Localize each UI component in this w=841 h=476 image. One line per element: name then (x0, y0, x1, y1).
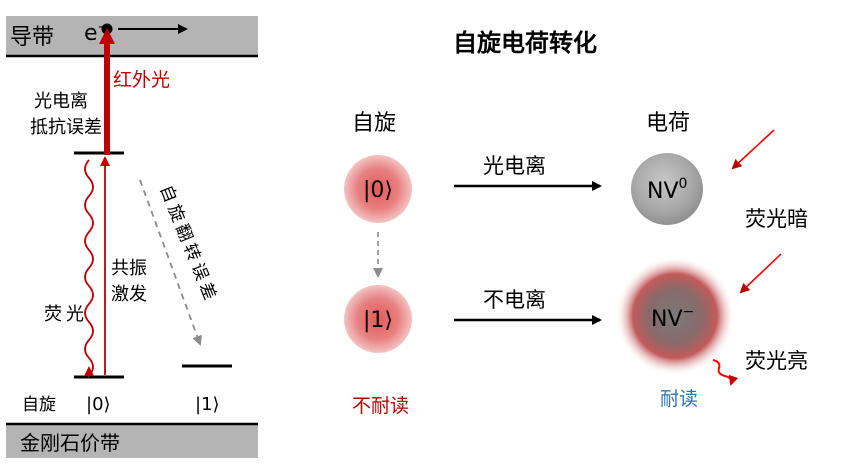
not-robust-label: 不耐读 (352, 395, 409, 417)
spin-flip-arrow (139, 179, 202, 346)
fluorescence-wave (84, 159, 94, 379)
ionization-arrow-label: 光电离 (483, 154, 546, 178)
valence-band (6, 424, 258, 458)
incident-light-arrow-bottom (739, 253, 782, 294)
nv0-ball (631, 153, 703, 225)
dark-fluorescence-label: 荧光暗 (745, 207, 808, 231)
infrared-label: 红外光 (113, 69, 170, 91)
nv0-label: NV0 (647, 176, 687, 204)
resonant-label-line1: 共振 (111, 258, 147, 279)
spin-flip-char-1: 自 (155, 182, 180, 205)
spin-label: 自旋 (22, 395, 56, 415)
ground-state-1-label: |1⟩ (195, 394, 220, 415)
spin-flip-char-5: 误 (187, 260, 212, 283)
robust-label: 耐读 (660, 388, 698, 410)
resonant-label-line2: 激发 (111, 284, 147, 305)
conversion-title: 自旋电荷转化 (453, 29, 597, 57)
spin1-ball (344, 285, 412, 353)
photoionization-error-line1: 光电离 (34, 91, 88, 112)
spin-flip-char-4: 转 (179, 241, 204, 264)
spin0-ball-label: |0⟩ (363, 178, 393, 203)
ground-state-0-label: |0⟩ (86, 394, 111, 415)
spin-flip-error-label: 自 旋 翻 转 误 差 (155, 182, 219, 303)
spin-flip-char-6: 差 (195, 280, 220, 303)
bright-fluorescence-label: 荧光亮 (745, 349, 808, 373)
emitted-fluorescence-wave (712, 359, 739, 386)
photoionization-error-line2: 抵抗误差 (30, 117, 102, 138)
spin0-ball (344, 155, 412, 223)
spin-column-header: 自旋 (352, 111, 396, 136)
nvm-label: NV− (651, 304, 694, 332)
conduction-band-label: 导带 (10, 25, 54, 50)
nvm-glow (615, 256, 735, 376)
valence-band-label: 金刚石价带 (20, 431, 120, 455)
no-ionization-arrow-label: 不电离 (483, 288, 546, 312)
fluorescence-char-2: 光 (66, 304, 84, 325)
charge-column-header: 电荷 (646, 111, 690, 136)
spin-flip-char-3: 翻 (171, 221, 196, 244)
electron-dot (101, 23, 113, 35)
conduction-band (6, 16, 258, 56)
spin-flip-char-2: 旋 (163, 202, 188, 225)
incident-light-arrow-top (731, 129, 775, 170)
spin1-ball-label: |1⟩ (363, 308, 393, 333)
fluorescence-char-1: 荧 (44, 304, 62, 325)
